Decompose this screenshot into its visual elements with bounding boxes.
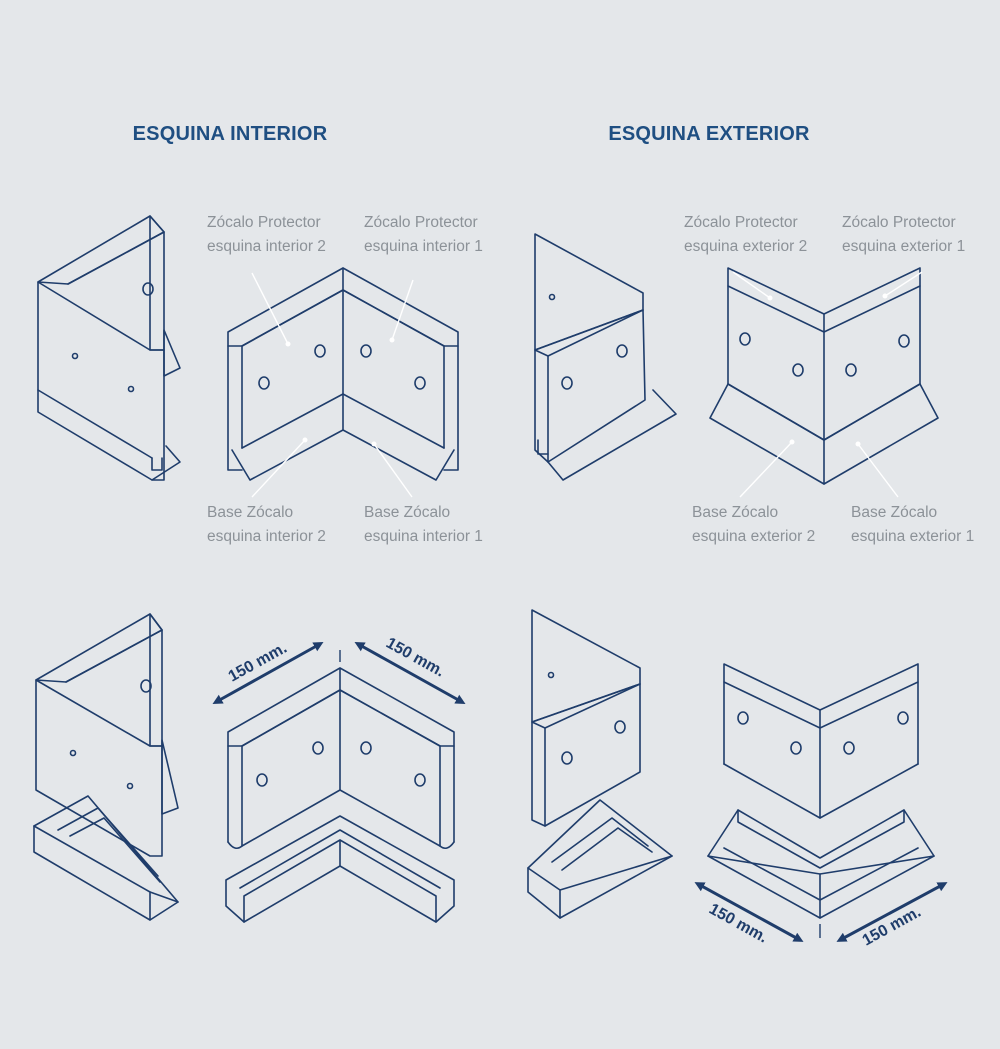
- exterior-corner-exploded: [707, 663, 935, 919]
- heading-exterior: ESQUINA EXTERIOR: [608, 123, 810, 145]
- label-ext-protector-1: Zócalo Protector esquina exterior 1: [842, 214, 965, 255]
- exterior-side-view-assembled: [534, 233, 677, 481]
- dim-arrow-ext-left: [694, 882, 804, 942]
- interior-corner-assembled: [227, 267, 459, 481]
- label-ext-base-1: Base Zócalo esquina exterior 1: [851, 504, 974, 545]
- exterior-corner-assembled: [709, 267, 939, 485]
- label-ext-protector-2: Zócalo Protector esquina exterior 2: [684, 214, 807, 255]
- interior-corner-exploded: [225, 667, 455, 923]
- exterior-side-view-exploded: [527, 609, 673, 919]
- label-int-base-1: Base Zócalo esquina interior 1: [364, 504, 483, 545]
- dim-label-int-right: 150 mm.: [383, 635, 447, 681]
- label-int-base-2: Base Zócalo esquina interior 2: [207, 504, 326, 545]
- dim-arrow-int-right: [354, 642, 466, 704]
- leader-dots: [285, 293, 888, 447]
- label-int-protector-2: Zócalo Protector esquina interior 2: [207, 214, 326, 255]
- dim-arrow-int-left: [212, 642, 324, 704]
- label-int-protector-1: Zócalo Protector esquina interior 1: [364, 214, 483, 255]
- leader-lines: [251, 271, 923, 498]
- label-ext-base-2: Base Zócalo esquina exterior 2: [692, 504, 815, 545]
- heading-interior: ESQUINA INTERIOR: [133, 123, 328, 145]
- dimension-arrows: [212, 642, 948, 942]
- interior-side-view-exploded: [33, 613, 179, 921]
- dim-arrow-ext-right: [836, 882, 948, 942]
- interior-side-view-assembled: [37, 215, 181, 481]
